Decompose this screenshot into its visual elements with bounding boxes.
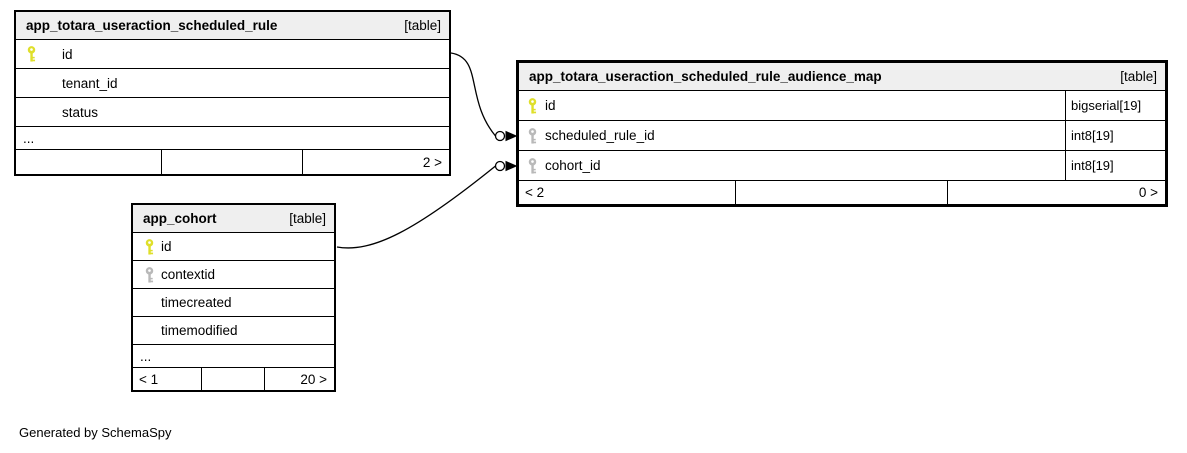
table-app_cohort[interactable]: app_cohort [table] id	[131, 203, 336, 392]
footer-spacer	[161, 150, 301, 174]
foreign-key-icon	[145, 266, 154, 283]
column-name: contextid	[161, 267, 216, 282]
column-type: int8[19]	[1065, 121, 1165, 150]
table-app_totara_useraction_scheduled_rule_audience_map[interactable]: app_totara_useraction_scheduled_rule_aud…	[516, 60, 1168, 207]
columns-ellipsis: ...	[133, 345, 334, 368]
column-row-id[interactable]: id	[16, 40, 449, 69]
foreign-key-icon	[528, 127, 537, 144]
parents-count: < 1	[139, 371, 159, 387]
column-name: timemodified	[161, 323, 238, 338]
footer-spacer	[735, 181, 946, 204]
relation-line-scheduled_rule_id	[450, 52, 497, 137]
primary-key-icon	[145, 238, 154, 255]
table-name: app_cohort	[143, 211, 217, 226]
column-row-cohort_id[interactable]: cohort_id int8[19]	[519, 151, 1165, 181]
table-header[interactable]: app_totara_useraction_scheduled_rule [ta…	[16, 12, 449, 40]
table-name: app_totara_useraction_scheduled_rule	[26, 18, 278, 33]
column-name: status	[62, 104, 99, 120]
table-header[interactable]: app_cohort [table]	[133, 205, 334, 233]
cardinality-circle-icon	[494, 130, 506, 142]
column-row-status[interactable]: status	[16, 98, 449, 127]
column-row-tenant_id[interactable]: tenant_id	[16, 69, 449, 98]
column-name: scheduled_rule_id	[545, 128, 655, 143]
column-row-scheduled_rule_id[interactable]: scheduled_rule_id int8[19]	[519, 121, 1165, 151]
parents-count: < 2	[525, 185, 545, 200]
table-type-tag: [table]	[404, 18, 441, 33]
column-row-id[interactable]: id	[133, 233, 334, 261]
foreign-key-icon	[528, 157, 537, 174]
table-type-tag: [table]	[1120, 69, 1157, 84]
footer-spacer	[201, 368, 264, 390]
column-row-timecreated[interactable]: timecreated	[133, 289, 334, 317]
column-name: id	[161, 239, 172, 254]
column-name: cohort_id	[545, 158, 601, 173]
generated-by-credit: Generated by SchemaSpy	[19, 425, 172, 440]
column-type: int8[19]	[1065, 151, 1165, 180]
cardinality-circle-icon	[494, 160, 506, 172]
primary-key-icon	[528, 97, 537, 114]
columns-ellipsis: ...	[16, 127, 449, 150]
children-count: 0 >	[946, 181, 1165, 204]
table-footer: 2 >	[16, 150, 449, 174]
table-footer: < 1 20 >	[133, 368, 334, 390]
table-header[interactable]: app_totara_useraction_scheduled_rule_aud…	[519, 63, 1165, 91]
primary-key-icon	[27, 46, 36, 62]
column-row-id[interactable]: id bigserial[19]	[519, 91, 1165, 121]
column-name: id	[62, 46, 73, 62]
children-count: 2 >	[301, 150, 449, 174]
table-app_totara_useraction_scheduled_rule[interactable]: app_totara_useraction_scheduled_rule [ta…	[14, 10, 451, 176]
column-name: id	[545, 98, 556, 113]
relation-line-cohort_id	[336, 165, 496, 249]
column-row-contextid[interactable]: contextid	[133, 261, 334, 289]
table-type-tag: [table]	[289, 211, 326, 226]
column-name: timecreated	[161, 295, 232, 310]
column-row-timemodified[interactable]: timemodified	[133, 317, 334, 345]
parents-count	[16, 150, 161, 174]
children-count: 20 >	[264, 368, 334, 390]
table-footer: < 2 0 >	[519, 181, 1165, 204]
column-name: tenant_id	[62, 75, 118, 91]
column-type: bigserial[19]	[1065, 91, 1165, 120]
table-name: app_totara_useraction_scheduled_rule_aud…	[529, 69, 882, 84]
